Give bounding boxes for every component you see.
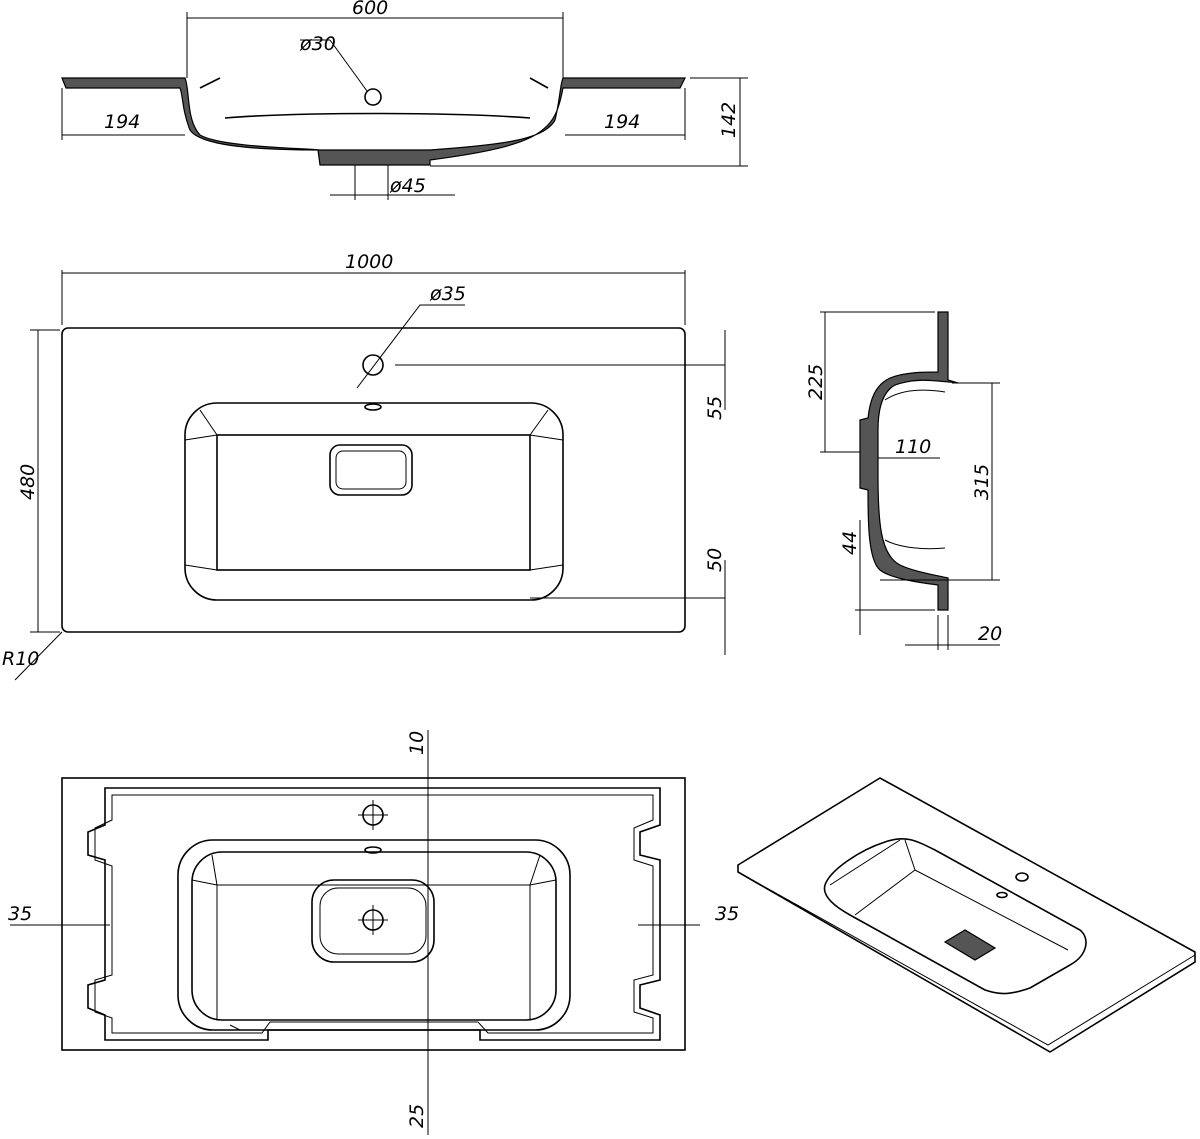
dim-left-margin: 35 [8,903,32,925]
dim-radius: R10 [2,648,39,670]
front-section-view: 600 ø30 194 194 142 ø45 [61,0,748,200]
dim-side-depth: 315 [971,464,993,500]
dim-length: 1000 [345,251,393,273]
dim-offset-top: 55 [704,396,726,420]
bottom-plan-view: 10 35 35 25 [8,730,739,1135]
dim-right-margin: 35 [715,903,739,925]
dim-tap-hole-top: ø35 [429,283,466,305]
dim-drain-offset: 110 [895,436,931,458]
dim-drain: ø45 [389,175,426,197]
side-section-view: 225 110 315 44 20 [805,311,1002,650]
dim-tap-hole: ø30 [299,33,336,55]
dim-top-margin: 10 [406,731,428,755]
dim-bottom-margin: 25 [406,1104,428,1128]
dim-thickness: 20 [978,623,1002,645]
dim-right-ledge: 194 [604,111,640,133]
dim-left-ledge: 194 [104,111,140,133]
dim-width-600: 600 [352,0,388,19]
dim-bottom: 44 [839,531,861,555]
isometric-view [737,777,1196,1053]
top-plan-view: 1000 ø35 480 55 50 R10 [2,251,726,681]
dim-height: 142 [718,102,740,138]
dim-height-upper: 225 [805,364,827,400]
dim-offset-bottom: 50 [704,548,726,572]
dim-depth: 480 [17,464,39,500]
